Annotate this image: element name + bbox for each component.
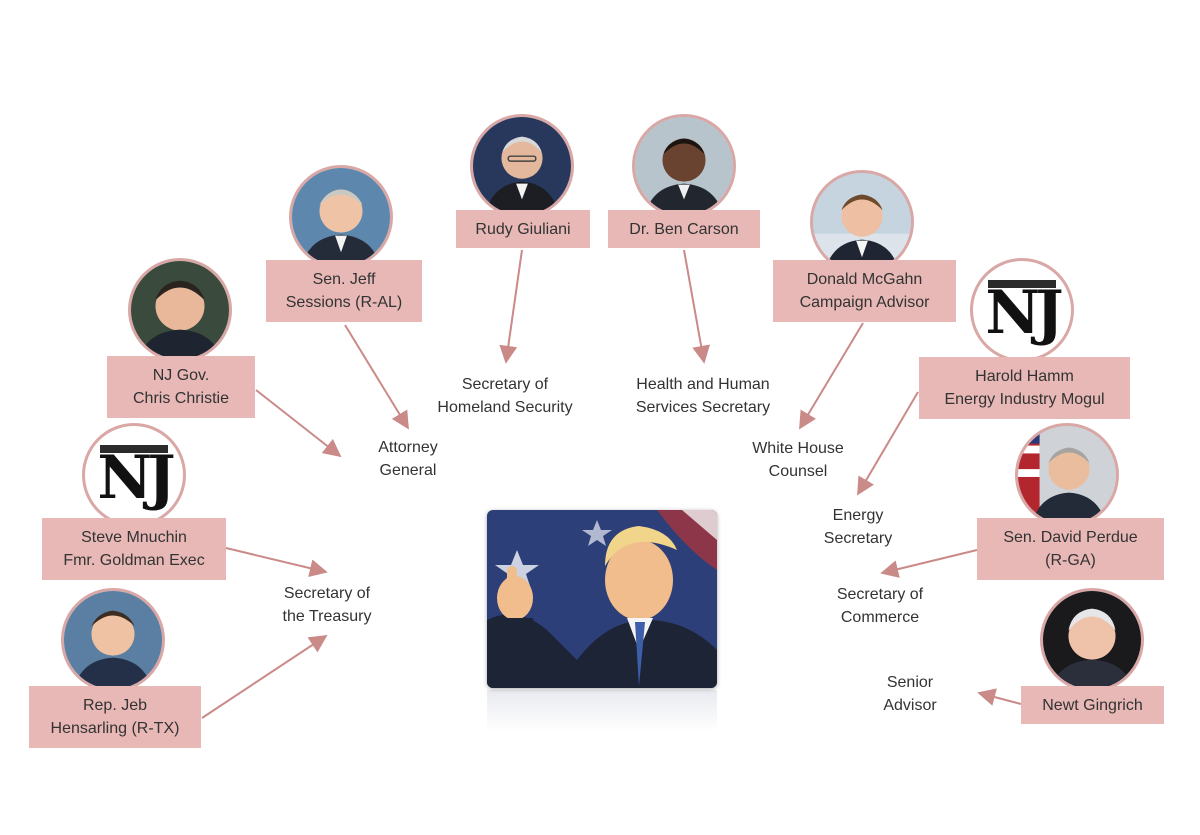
nj-logo-icon: NJ — [985, 278, 1063, 348]
arrow-hamm — [857, 391, 919, 496]
arrow-hensarling — [201, 635, 328, 719]
name-box-carson: Dr. Ben Carson — [608, 210, 760, 248]
center-photo-reflection — [487, 690, 717, 732]
photo-giuliani — [470, 114, 574, 218]
arrow-mnuchin — [225, 547, 328, 577]
photo-carson — [632, 114, 736, 218]
name-box-mnuchin: Steve Mnuchin Fmr. Goldman Exec — [42, 518, 226, 580]
position-label-attorney-general: Attorney General — [378, 439, 438, 479]
center-photo — [487, 510, 717, 688]
arrow-christie — [255, 389, 342, 458]
name-box-christie: NJ Gov. Chris Christie — [107, 356, 255, 418]
photo-perdue — [1015, 423, 1119, 527]
photo-hensarling — [61, 588, 165, 692]
name-box-hamm: Harold Hamm Energy Industry Mogul — [919, 357, 1130, 419]
photo-mcgahn — [810, 170, 914, 274]
arrow-sessions — [344, 324, 409, 430]
position-label-senior-advisor: Senior Advisor — [883, 674, 937, 714]
photo-gingrich — [1040, 588, 1144, 692]
position-label-energy: Energy Secretary — [823, 507, 893, 547]
name-box-mcgahn: Donald McGahn Campaign Advisor — [773, 260, 956, 322]
nj-logo-bar-icon — [988, 280, 1056, 288]
position-label-homeland-security: Secretary of Homeland Security — [437, 376, 573, 416]
photo-sessions — [289, 165, 393, 269]
position-label-commerce: Secretary of Commerce — [836, 586, 924, 626]
name-box-gingrich: Newt Gingrich — [1021, 686, 1164, 724]
arrow-mcgahn — [799, 322, 864, 430]
arrow-giuliani — [499, 249, 523, 364]
arrow-carson — [683, 249, 711, 364]
arrow-gingrich — [977, 688, 1022, 706]
position-label-white-house-counsel: White House Counsel — [752, 440, 844, 480]
arrow-perdue — [880, 549, 978, 578]
name-box-giuliani: Rudy Giuliani — [456, 210, 590, 248]
name-box-perdue: Sen. David Perdue (R-GA) — [977, 518, 1164, 580]
photo-hamm: NJ — [970, 258, 1074, 362]
nj-logo-icon: NJ — [97, 443, 175, 513]
photo-mnuchin: NJ — [82, 423, 186, 527]
name-box-sessions: Sen. Jeff Sessions (R-AL) — [266, 260, 422, 322]
photo-christie — [128, 258, 232, 362]
position-label-hhs: Health and Human Services Secretary — [635, 376, 771, 416]
position-label-treasury: Secretary of the Treasury — [282, 585, 372, 625]
name-box-hensarling: Rep. Jeb Hensarling (R-TX) — [29, 686, 201, 748]
nj-logo-bar-icon — [100, 445, 168, 453]
